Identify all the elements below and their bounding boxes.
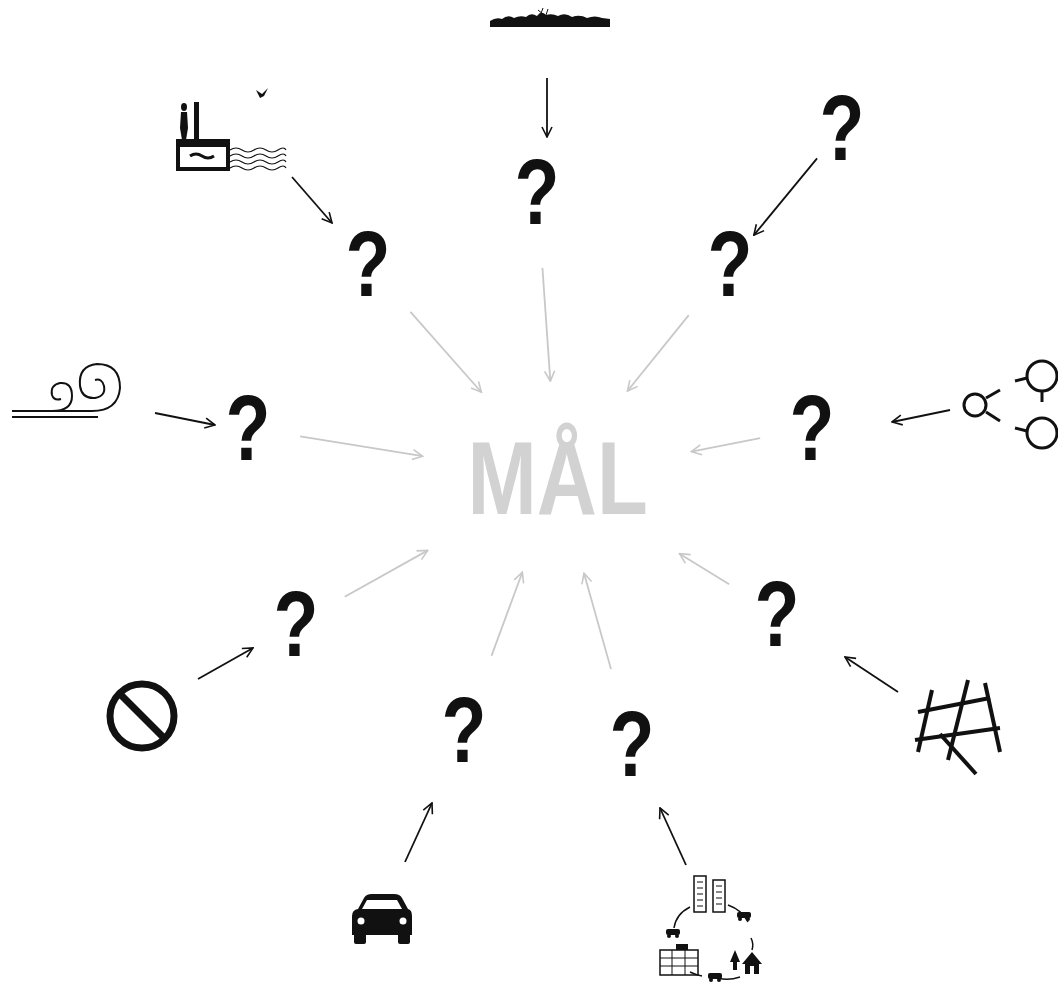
leader-arrow: [660, 808, 686, 865]
leader-arrow: [198, 648, 253, 679]
leader-arrow: [292, 177, 332, 223]
flow-arrow: [680, 554, 730, 585]
question-mark: ?: [220, 382, 276, 474]
question-mark-text: ?: [755, 568, 800, 660]
question-mark: ?: [268, 578, 324, 670]
leader-arrow: [845, 657, 898, 692]
landscape-icon: [490, 8, 610, 27]
question-mark-text: ?: [708, 218, 753, 310]
flow-arrow: [300, 436, 422, 456]
question-mark-text: ?: [610, 698, 655, 790]
car-icon: [352, 894, 412, 944]
prohibition-icon: [110, 684, 174, 748]
question-mark-text: ?: [274, 578, 319, 670]
question-mark: ?: [702, 218, 758, 310]
question-mark-text: ?: [790, 382, 835, 474]
question-mark: ?: [436, 684, 492, 776]
question-mark-text: ?: [820, 82, 865, 174]
flow-arrow: [754, 158, 817, 235]
question-mark: ?: [509, 146, 565, 238]
question-mark: ?: [814, 82, 870, 174]
goal-label-text: MÅL: [467, 426, 647, 530]
flow-arrow: [542, 268, 550, 381]
flow-arrow: [691, 438, 760, 451]
question-mark-text: ?: [442, 684, 487, 776]
goal-label: MÅL: [445, 426, 670, 530]
leader-arrow: [546, 78, 548, 137]
pier-icon: [178, 88, 286, 170]
flow-arrow: [491, 572, 522, 656]
question-mark-text: ?: [346, 218, 391, 310]
flow-arrow: [410, 312, 481, 392]
wind-icon: [12, 364, 120, 417]
question-mark-text: ?: [515, 146, 560, 238]
flow-arrow: [627, 315, 688, 391]
flow-arrow: [345, 550, 428, 596]
leader-arrow: [155, 413, 215, 425]
question-mark: ?: [749, 568, 805, 660]
question-mark: ?: [604, 698, 660, 790]
flow-arrow: [584, 573, 611, 669]
network-icon: [964, 361, 1057, 448]
leader-arrow: [405, 803, 432, 862]
urban-cycle-icon: [660, 876, 762, 982]
question-mark: ?: [340, 218, 396, 310]
leader-arrow: [892, 410, 950, 422]
question-mark: ?: [784, 382, 840, 474]
question-mark-text: ?: [226, 382, 271, 474]
street-grid-icon: [915, 680, 1000, 774]
